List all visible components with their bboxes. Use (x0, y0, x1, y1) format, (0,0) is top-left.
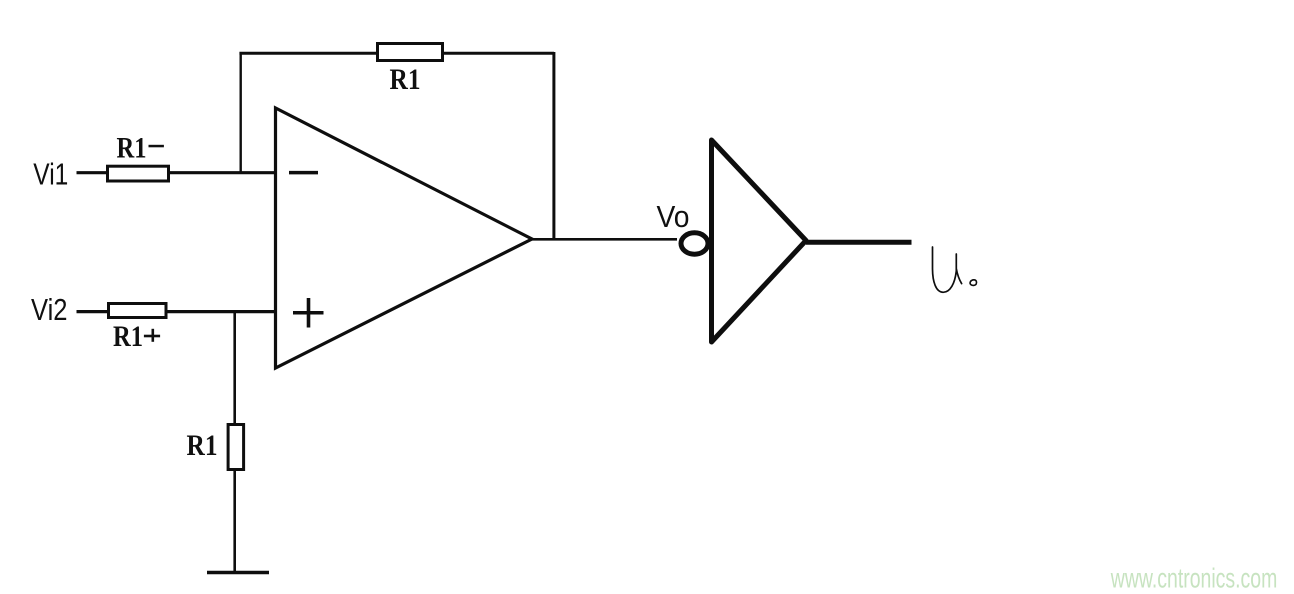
svg-text:R1: R1 (117, 132, 147, 165)
svg-text:Vi1: Vi1 (33, 156, 68, 191)
svg-text:R1: R1 (187, 429, 218, 462)
svg-text:R1: R1 (390, 63, 421, 96)
svg-text:Vi2: Vi2 (31, 292, 68, 327)
svg-text:Vo: Vo (657, 199, 690, 234)
svg-text:www.cntronics.com: www.cntronics.com (1110, 562, 1277, 593)
svg-text:R1: R1 (113, 320, 143, 353)
